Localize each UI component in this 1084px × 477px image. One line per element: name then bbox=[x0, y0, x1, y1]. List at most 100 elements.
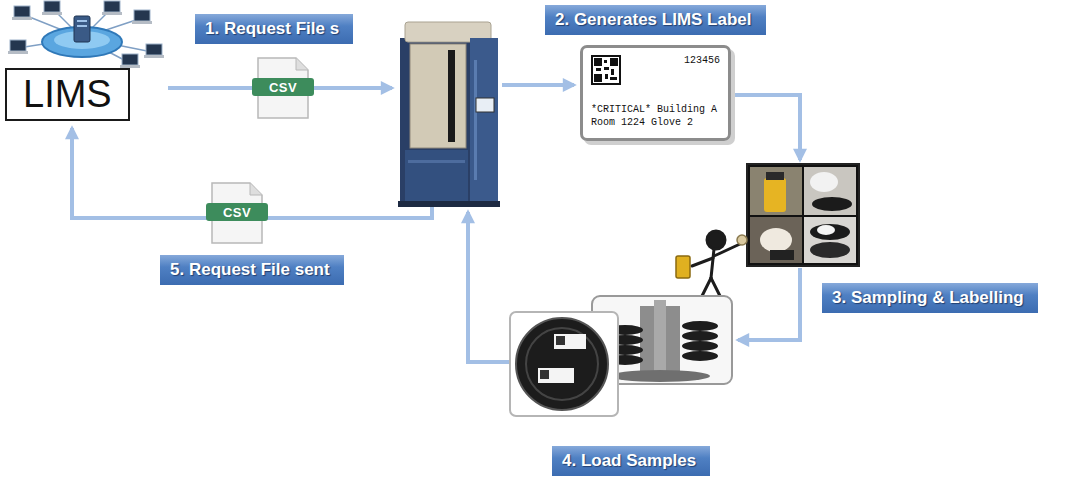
sampling-instrument bbox=[476, 98, 494, 112]
petri-dish-photo bbox=[556, 336, 565, 345]
stick-figure bbox=[692, 258, 713, 266]
sampling-photos bbox=[770, 250, 794, 260]
network-icon bbox=[10, 40, 26, 51]
petri-dish-photo bbox=[540, 370, 549, 379]
network-icon bbox=[146, 44, 162, 55]
network-icon bbox=[12, 17, 32, 20]
2d-barcode bbox=[611, 69, 614, 75]
flow-arrow bbox=[502, 83, 574, 87]
sampling-photos bbox=[804, 217, 856, 263]
sampling-photos bbox=[810, 172, 838, 192]
sampling-instrument bbox=[405, 150, 468, 202]
network-icon bbox=[77, 20, 87, 22]
cassette-rack-photo bbox=[682, 351, 718, 361]
network-icon bbox=[44, 1, 60, 12]
sampling-instrument bbox=[398, 22, 500, 207]
2d-barcode bbox=[610, 58, 618, 66]
sampling-instrument bbox=[448, 50, 455, 142]
sampling-photos bbox=[750, 217, 802, 263]
network-icon bbox=[8, 1, 164, 68]
network-icon bbox=[42, 12, 62, 15]
petri-dish-photo bbox=[510, 312, 618, 416]
network-icon bbox=[104, 1, 120, 12]
label-card-ground bbox=[580, 45, 731, 141]
2d-barcode bbox=[594, 74, 602, 82]
stick-figure bbox=[707, 231, 725, 249]
file-type-tag: CSV bbox=[223, 205, 251, 220]
sampling-instrument bbox=[398, 201, 500, 207]
sampling-photos bbox=[764, 178, 786, 212]
csv-file-icon bbox=[206, 203, 268, 221]
2d-barcode bbox=[591, 55, 621, 85]
petri-dish-photo bbox=[538, 368, 574, 383]
network-icon bbox=[14, 6, 30, 17]
petri-dish-photo bbox=[516, 318, 608, 410]
petri-dish-photo bbox=[554, 334, 586, 349]
network-icon bbox=[10, 1, 162, 65]
network-icon bbox=[132, 21, 152, 24]
sampling-photos bbox=[766, 172, 784, 180]
stick-figure bbox=[676, 231, 747, 300]
csv-file-icon bbox=[206, 183, 268, 243]
flow-arrow bbox=[734, 95, 800, 160]
system-box: LIMS bbox=[5, 68, 130, 121]
label-card-ground bbox=[580, 45, 735, 145]
sampling-photos bbox=[804, 167, 856, 215]
sampling-photos bbox=[747, 164, 859, 266]
cassette-rack-photo bbox=[682, 321, 718, 331]
stick-figure bbox=[711, 249, 714, 278]
cassette-rack-photo bbox=[607, 321, 718, 365]
flow-arrow bbox=[468, 212, 510, 362]
sampling-photos bbox=[817, 225, 835, 235]
sampling-instrument bbox=[474, 60, 477, 180]
file-type-tag: CSV bbox=[269, 80, 297, 95]
cassette-rack-photo bbox=[610, 370, 710, 382]
sampling-photos bbox=[750, 167, 802, 215]
sampling-instrument bbox=[408, 160, 465, 163]
step-banner: 2. Generates LIMS Label bbox=[545, 5, 766, 35]
step-banner: 5. Request File sent bbox=[160, 255, 344, 285]
2d-barcode bbox=[604, 60, 607, 63]
network-icon bbox=[102, 12, 122, 15]
sample-location: *CRITICAL* Building A Room 1224 Glove 2 bbox=[591, 103, 720, 129]
sampling-instrument bbox=[410, 44, 466, 148]
flow-arrow bbox=[738, 268, 800, 340]
cassette-rack-photo bbox=[682, 341, 718, 351]
2d-barcode bbox=[591, 55, 621, 85]
step-banner: 3. Sampling & Labelling bbox=[822, 283, 1038, 313]
sampling-photos bbox=[747, 164, 859, 266]
2d-barcode bbox=[610, 77, 617, 80]
network-icon bbox=[134, 10, 150, 21]
sampling-instrument bbox=[400, 38, 498, 206]
step-banner: 4. Load Samples bbox=[552, 446, 710, 476]
petri-dish-photo bbox=[526, 328, 598, 400]
stick-figure bbox=[676, 256, 690, 278]
network-icon bbox=[144, 55, 164, 58]
csv-file-icon bbox=[252, 58, 314, 118]
network-icon bbox=[8, 12, 164, 68]
step-banner: 1. Request File s bbox=[195, 14, 353, 44]
sampling-instrument bbox=[470, 38, 498, 206]
network-icon bbox=[74, 16, 90, 42]
cassette-rack-photo bbox=[682, 331, 718, 341]
2d-barcode bbox=[605, 74, 608, 79]
csv-file-icon bbox=[250, 183, 262, 195]
csv-file-icon bbox=[252, 78, 314, 96]
system-name: LIMS bbox=[23, 72, 112, 116]
sample-id: 123456 bbox=[591, 55, 720, 89]
network-icon bbox=[122, 54, 138, 65]
2d-barcode bbox=[594, 58, 602, 66]
sampling-photos bbox=[760, 228, 792, 252]
stick-figure bbox=[737, 235, 747, 245]
network-icon bbox=[8, 51, 28, 54]
sampling-photos bbox=[810, 242, 850, 258]
stick-figure bbox=[714, 244, 740, 256]
sampling-photos bbox=[810, 224, 850, 240]
network-icon bbox=[77, 25, 87, 27]
2d-barcode bbox=[593, 57, 619, 83]
petri-dish-photo bbox=[510, 312, 618, 416]
cassette-rack-photo bbox=[654, 300, 666, 376]
2d-barcode bbox=[604, 67, 609, 70]
csv-file-icon bbox=[296, 58, 308, 70]
